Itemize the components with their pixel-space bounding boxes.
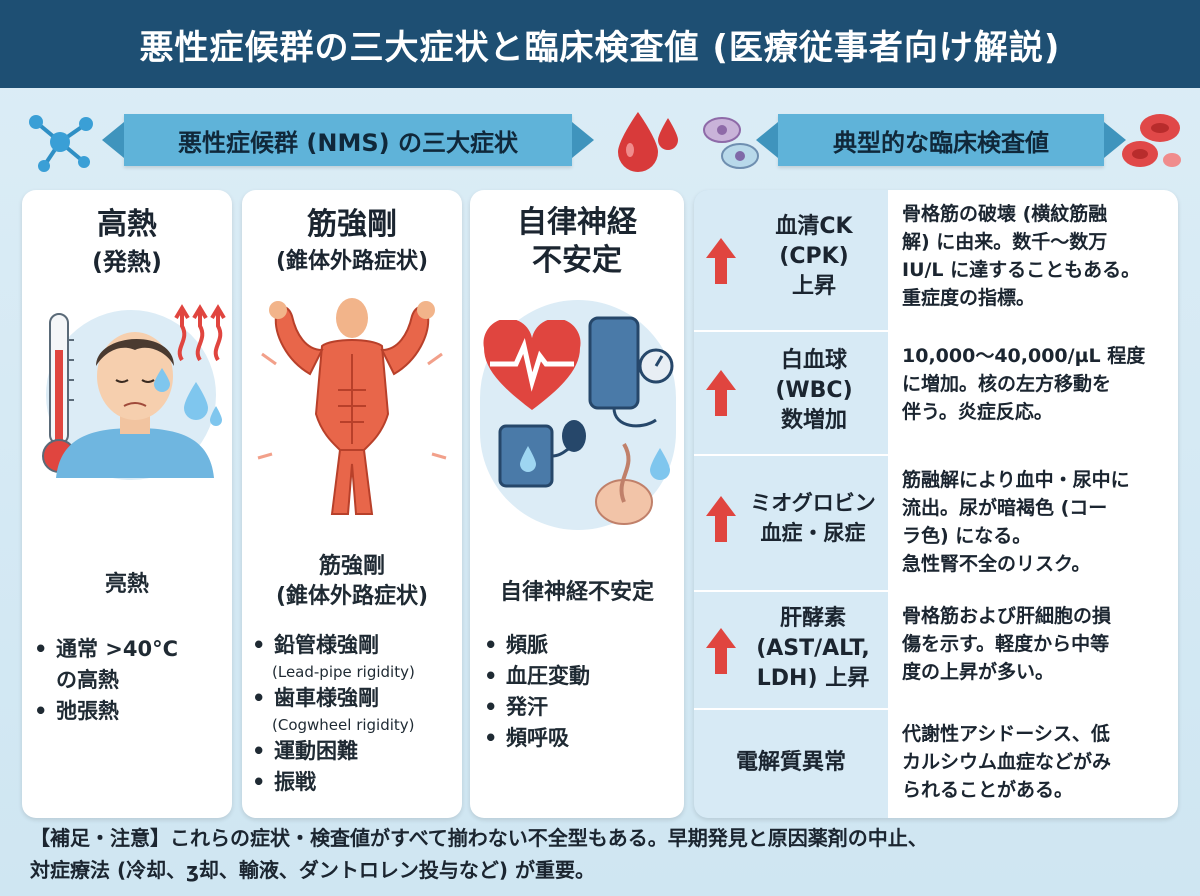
lab-desc-cell: 代謝性アシドーシス、低カルシウム血症などがみられることがある。 xyxy=(888,710,1178,818)
footnote: 【補足・注意】これらの症状・検査値がすべて揃わない不全型もある。早期発見と原因薬… xyxy=(30,826,928,882)
blood-pressure-cuff-icon xyxy=(498,420,586,488)
symptom-section-title: 自律神経不安定 xyxy=(499,580,654,605)
lab-desc-cell: 10,000〜40,000/µL 程度に増加。核の左方移動を伴う。炎症反応。 xyxy=(888,332,1178,454)
table-row: 肝酵素 (AST/ALT, LDH) 上昇 骨格筋および肝細胞の損傷を示す。軽度… xyxy=(694,590,1178,708)
symptom-bullets: 鉛管様強剛(Lead-pipe rigidity) 歯車様強剛(Cogwheel… xyxy=(252,630,415,798)
table-row: 白血球 (WBC) 数増加 10,000〜40,000/µL 程度に増加。核の左… xyxy=(694,330,1178,454)
lab-name-cell: 肝酵素 (AST/ALT, LDH) 上昇 xyxy=(694,592,888,708)
symptom-section-title: 亮熱 xyxy=(104,572,149,597)
blood-drop-icon xyxy=(618,112,678,172)
symptom-subheading: 不安定 xyxy=(532,243,622,278)
list-item: 鉛管様強剛(Lead-pipe rigidity) xyxy=(252,630,415,683)
table-row: ミオグロビン 血症・尿症 筋融解により血中・尿中に流出。尿が暗褐色 (コーラ色)… xyxy=(694,454,1178,590)
lab-name-cell: 血清CK (CPK) 上昇 xyxy=(694,190,888,330)
lab-desc-cell: 骨格筋および肝細胞の損傷を示す。軽度から中等度の上昇が多い。 xyxy=(888,592,1178,708)
symptom-subheading: (発熱) xyxy=(92,248,162,276)
lab-name-cell: ミオグロビン 血症・尿症 xyxy=(694,456,888,590)
list-item: 弛張熱 xyxy=(34,696,178,727)
symptom-heading: 自律神経 xyxy=(517,205,637,240)
list-item: 歯車様強剛(Cogwheel rigidity) xyxy=(252,683,415,736)
sweat-drop-icon xyxy=(184,382,222,426)
list-item: 運動困難 xyxy=(252,736,415,767)
sweating-person-icon xyxy=(56,332,214,478)
list-item: 頻呼吸 xyxy=(484,723,590,754)
symptom-card-rigidity: 筋強剛 (錐体外路症状) 筋強剛 (錐体外路症状) 鉛管様強剛(Lead-pip… xyxy=(242,190,462,818)
list-item: 頻脈 xyxy=(484,630,590,661)
list-item: 振戦 xyxy=(252,767,415,798)
lab-desc-cell: 筋融解により血中・尿中に流出。尿が暗褐色 (コーラ色) になる。急性腎不全のリス… xyxy=(888,456,1178,590)
labs-banner: 典型的な臨床検査値 xyxy=(756,114,1126,166)
symptom-bullets: 頻脈 血圧変動 発汗 頻呼吸 xyxy=(484,630,590,754)
muscle-figure-icon xyxy=(257,298,447,515)
red-blood-cells-icon xyxy=(1122,114,1181,167)
molecule-icon xyxy=(29,115,93,172)
cells-icon xyxy=(703,117,759,169)
heart-pulse-icon xyxy=(483,320,581,410)
arrow-up-icon xyxy=(706,628,736,674)
arrow-up-icon xyxy=(706,370,736,416)
symptom-heading: 高熱 xyxy=(97,207,157,242)
table-row: 電解質異常 代謝性アシドーシス、低カルシウム血症などがみられることがある。 xyxy=(694,708,1178,818)
title-bar: 悪性症候群の三大症状と臨床検査値 (医療従事者向け解説) xyxy=(0,0,1200,88)
list-item: 血圧変動 xyxy=(484,661,590,692)
heat-waves-icon xyxy=(174,304,226,362)
symptoms-banner: 悪性症候群 (NMS) の三大症状 xyxy=(102,114,594,166)
arrow-up-icon xyxy=(706,238,736,284)
list-item: 発汗 xyxy=(484,692,590,723)
lab-name-cell: 白血球 (WBC) 数増加 xyxy=(694,332,888,454)
symptom-heading: 筋強剛 xyxy=(307,207,397,242)
sweat-gland-icon xyxy=(595,442,670,525)
page-title: 悪性症候群の三大症状と臨床検査値 (医療従事者向け解説) xyxy=(139,27,1061,68)
blood-pressure-monitor-icon xyxy=(588,316,674,428)
symptom-section-subtitle: (錐体外路症状) xyxy=(275,584,429,609)
lab-name-cell: 電解質異常 xyxy=(694,710,888,818)
symptom-section-title: 筋強剛 xyxy=(318,554,385,579)
symptom-card-autonomic: 自律神経 不安定 自律神経不安定 頻脈 血圧変動 発汗 頻呼吸 xyxy=(470,190,684,818)
symptom-subheading: (錐体外路症状) xyxy=(275,249,429,274)
arrow-up-icon xyxy=(706,496,736,542)
